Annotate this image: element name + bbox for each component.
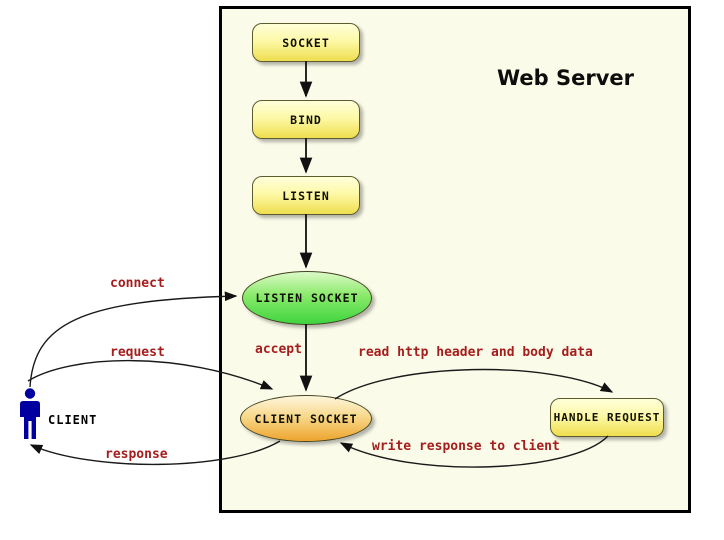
node-handle-request: HANDLE REQUEST — [550, 398, 664, 437]
node-bind: BIND — [252, 100, 360, 139]
edge-label-accept: accept — [255, 342, 302, 357]
edge-label-request: request — [110, 345, 165, 360]
node-socket-label: SOCKET — [282, 35, 330, 50]
node-handle-request-label: HANDLE REQUEST — [553, 411, 661, 424]
node-client-socket-label: CLIENT SOCKET — [254, 411, 358, 426]
client-person-icon — [20, 388, 40, 439]
node-listen: LISTEN — [252, 176, 360, 215]
node-listen-socket-label: LISTEN SOCKET — [255, 291, 359, 305]
node-client-socket: CLIENT SOCKET — [240, 395, 372, 442]
diagram-title: Web Server — [497, 66, 635, 90]
node-listen-label: LISTEN — [282, 188, 330, 203]
arrow-connect — [29, 291, 238, 388]
node-listen-socket: LISTEN SOCKET — [242, 271, 372, 325]
edge-label-connect: connect — [110, 276, 165, 291]
edge-label-write-response: write response to client — [372, 439, 560, 454]
node-socket: SOCKET — [252, 23, 360, 62]
client-actor-label: CLIENT — [48, 413, 98, 427]
node-bind-label: BIND — [290, 112, 322, 127]
edge-label-read-http: read http header and body data — [358, 345, 593, 360]
edge-label-response: response — [105, 447, 168, 462]
